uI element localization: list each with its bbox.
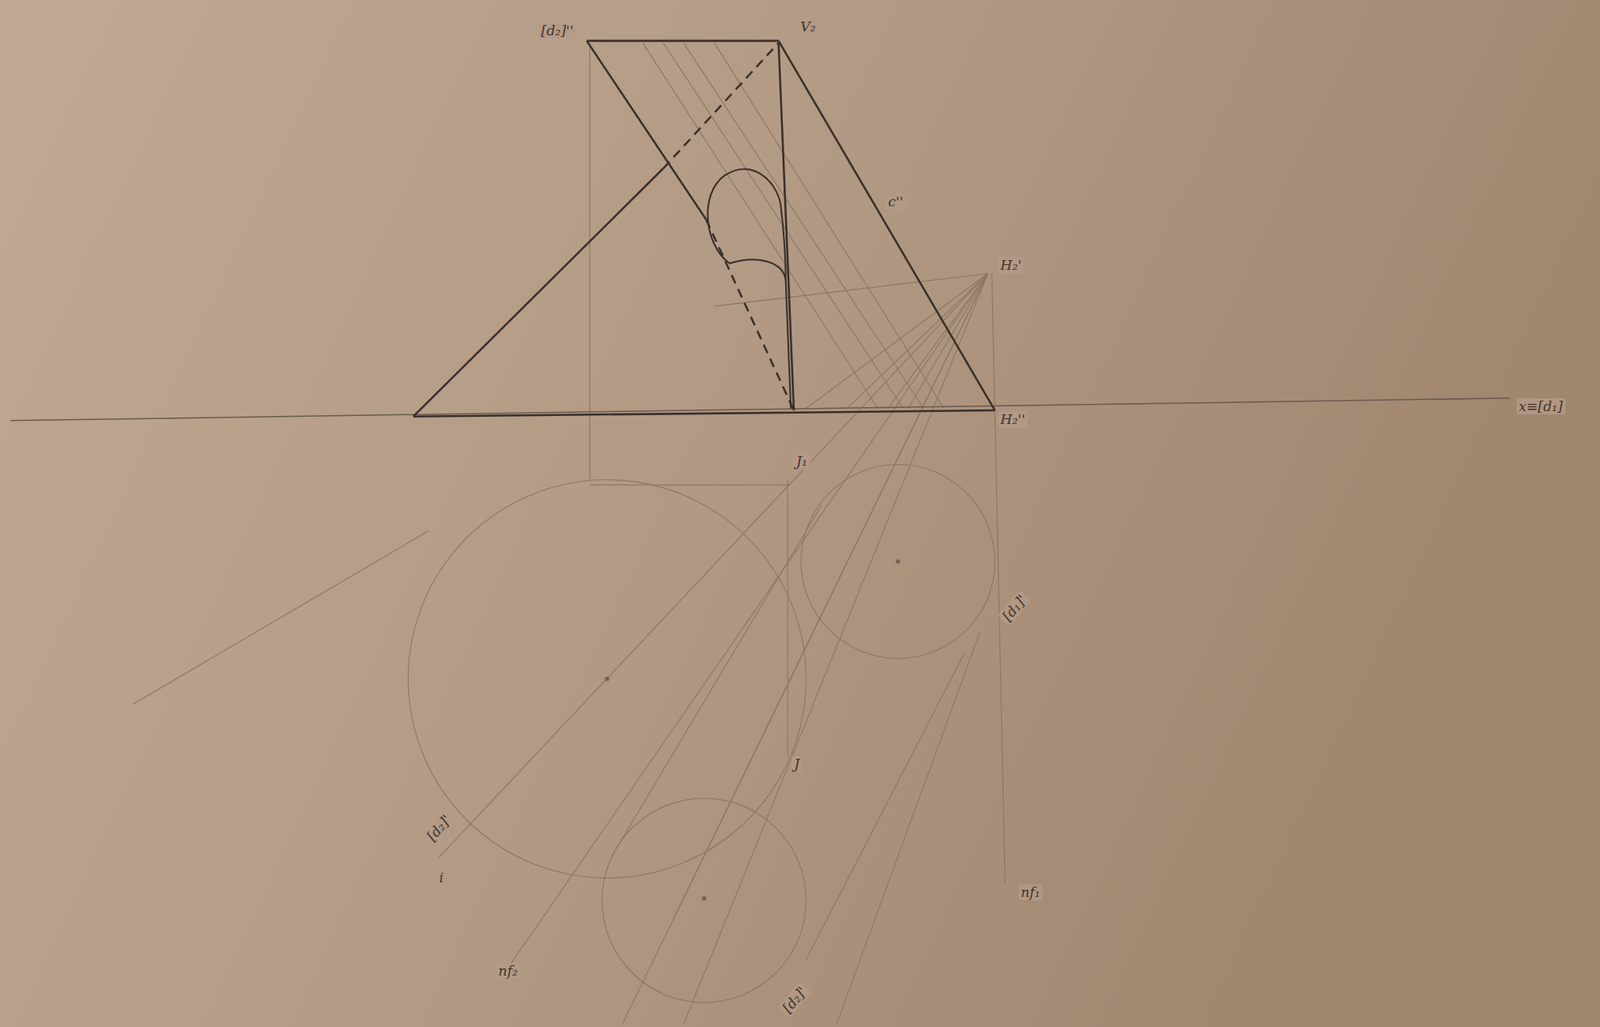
front-view	[413, 40, 995, 417]
drawing-label: nf₁	[1018, 883, 1043, 900]
drawing-label: H₂'	[997, 256, 1024, 273]
drawing-label: x≡[d₁]	[1516, 398, 1566, 415]
drawing-label: c''	[885, 193, 906, 210]
drawing-label: J	[791, 755, 803, 772]
x-axis	[10, 398, 1511, 421]
drawing-label: V₂	[797, 18, 819, 35]
drawing-label: nf₂	[496, 962, 521, 979]
drawing-label: H₂''	[997, 411, 1028, 428]
drawing-label: [d₂]''	[538, 22, 576, 39]
drawing-label: J₁	[793, 452, 811, 469]
drawing-label: i	[436, 869, 446, 886]
construction-lines	[132, 42, 1006, 1024]
